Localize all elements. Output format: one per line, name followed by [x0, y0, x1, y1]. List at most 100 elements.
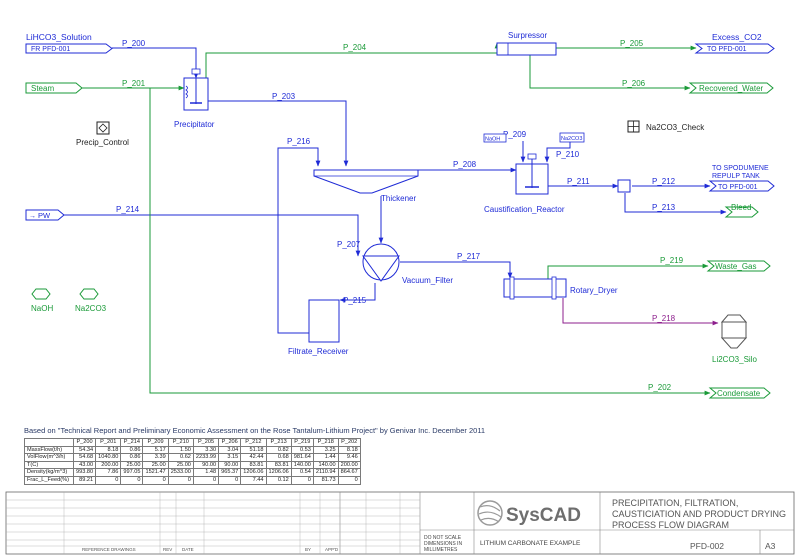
filtrate-return-line[interactable]: [277, 325, 309, 334]
stream-p219-line[interactable]: [547, 263, 709, 280]
suppressor-body: [496, 42, 557, 56]
product-recovered-water[interactable]: Recovered_Water: [688, 82, 774, 94]
stream-p217-line[interactable]: [400, 261, 513, 279]
unit-rotary-dryer[interactable]: Rotary_Dryer: [503, 276, 618, 300]
silo-label: Li2CO3_Silo: [712, 355, 757, 364]
table-cell: 81.73: [312, 475, 339, 485]
table-cell: 1206.06: [240, 468, 267, 477]
table-cell: 200.00: [95, 460, 122, 470]
stream-p215-line[interactable]: [339, 283, 376, 303]
table-cell: 54.34: [72, 445, 97, 455]
stream-p210-label: P_210: [556, 150, 580, 159]
stream-p206-label: P_206: [622, 79, 646, 88]
na2co3-small-label: Na2CO3: [561, 136, 582, 142]
feed-pw[interactable]: → PW: [25, 209, 65, 221]
product-spodumene-repulp[interactable]: TO SPODUMENE REPULP TANK TO PFD-001: [708, 165, 775, 192]
unit-filtrate-receiver[interactable]: Filtrate_Receiver: [288, 299, 349, 356]
table-cell: 3.30: [192, 445, 220, 455]
unit-li2co3-silo[interactable]: Li2CO3_Silo: [712, 314, 757, 364]
spodumene-line1: TO SPODUMENE: [712, 165, 769, 172]
table-cell: 864.67: [337, 468, 361, 477]
table-cell: 3.04: [218, 445, 242, 455]
tb-rev-col-date: DATE: [182, 547, 194, 552]
table-cell: 90.00: [192, 460, 220, 470]
naoh-reagent-label: NaOH: [31, 304, 53, 313]
stream-p218-line[interactable]: [562, 298, 719, 326]
table-cell: 83.81: [265, 460, 292, 470]
table-cell: 90.00: [218, 460, 242, 470]
stream-p206-line[interactable]: [529, 55, 691, 91]
tb-title-line-3: PROCESS FLOW DIAGRAM: [612, 520, 729, 530]
table-cell: 5.17: [142, 445, 169, 455]
stream-p213-line[interactable]: [624, 193, 727, 215]
stream-table-col-header: P_214: [120, 438, 144, 447]
product-waste-gas[interactable]: Waste_Gas: [706, 260, 771, 272]
stream-p216-line[interactable]: [277, 147, 321, 325]
feed-na2co3-reagent[interactable]: Na2CO3: [75, 288, 107, 313]
unit-precipitator[interactable]: Precipitator: [174, 68, 215, 129]
na2co3-check-label: Na2CO3_Check: [646, 123, 705, 132]
table-cell: 1206.06: [265, 468, 292, 477]
table-cell: 993.80: [72, 468, 97, 477]
unit-caustification-reactor[interactable]: Caustification_Reactor: [484, 153, 565, 214]
tb-no-scale-1: DO NOT SCALE: [424, 535, 462, 541]
stream-p214-line[interactable]: [64, 214, 361, 257]
na2co3-small-tag-shape: [559, 132, 585, 143]
feed-lihco3-solution[interactable]: LiHCO3_Solution FR PFD-001: [25, 32, 113, 54]
tb-ref-drawings-header: REFERENCE DRAWINGS: [82, 547, 136, 552]
stream-table-col-header: P_212: [240, 438, 267, 447]
stream-p200-line[interactable]: [112, 47, 199, 79]
waste-gas-tag-shape: [706, 260, 771, 272]
stream-table-section: Based on "Technical Report and Prelimina…: [24, 426, 544, 485]
stream-p212-label: P_212: [652, 177, 676, 186]
silo-roof: [720, 314, 748, 323]
table-cell: 0: [337, 475, 361, 485]
thickener-label: Thickener: [381, 194, 416, 203]
vacuum-filter-label: Vacuum_Filter: [402, 276, 453, 285]
title-block: REFERENCE DRAWINGS REV DATE BY APP'D DO …: [5, 491, 795, 555]
stream-p201-label: P_201: [122, 79, 146, 88]
stream-p202-line[interactable]: [149, 88, 711, 396]
product-condensate[interactable]: Condensate: [708, 387, 771, 399]
feed-steam[interactable]: Steam: [25, 82, 83, 94]
feed-naoh-reagent[interactable]: NaOH: [31, 288, 53, 313]
table-cell: 8.18: [95, 445, 122, 455]
table-cell: 1040.80: [95, 453, 122, 462]
table-cell: 43.00: [72, 460, 97, 470]
table-cell: 1.48: [192, 468, 220, 477]
table-cell: 0.62: [167, 453, 194, 462]
unit-vacuum-filter[interactable]: Vacuum_Filter: [362, 243, 453, 285]
stream-table-col-header: P_209: [142, 438, 169, 447]
tb-title-line-1: PRECIPITATION, FILTRATION,: [612, 498, 738, 508]
unit-precip-control[interactable]: Precip_Control: [76, 121, 129, 147]
stream-p203-line[interactable]: [200, 100, 349, 167]
vacuum-filter-funnel: [362, 255, 400, 282]
stream-p204-label: P_204: [343, 43, 367, 52]
unit-suppressor[interactable]: Surpressor: [496, 31, 557, 56]
naoh-small-label: NaOH: [485, 137, 500, 143]
unit-na2co3-check[interactable]: Na2CO3_Check: [627, 120, 705, 133]
stream-p209-label: P_209: [503, 130, 527, 139]
table-cell: 0: [192, 475, 220, 485]
stream-table-col-header: P_206: [218, 438, 242, 447]
feed-naoh-small[interactable]: NaOH: [483, 133, 507, 143]
reactor-label: Caustification_Reactor: [484, 205, 565, 214]
splitter-box[interactable]: [617, 179, 631, 193]
stream-table-col-header: P_213: [265, 438, 292, 447]
product-bleed[interactable]: Bleed: [724, 203, 759, 218]
stream-table-col-header: P_201: [95, 438, 122, 447]
stream-p210-line[interactable]: [544, 142, 571, 163]
feed-steam-label: Steam: [31, 84, 54, 93]
unit-thickener[interactable]: Thickener: [313, 169, 419, 203]
feed-na2co3-small[interactable]: Na2CO3: [559, 132, 585, 143]
product-excess-co2[interactable]: Excess_CO2 TO PFD-001: [694, 32, 775, 54]
table-cell: 1521.47: [142, 468, 169, 477]
table-cell: 51.18: [240, 445, 267, 455]
syscad-logo-text: SysCAD: [506, 505, 581, 526]
excess-co2-tag-shape: [694, 43, 775, 54]
excess-co2-tag-text: TO PFD-001: [707, 46, 747, 53]
stream-table-col-header: P_218: [312, 438, 339, 447]
table-cell: 54.68: [72, 453, 97, 462]
syscad-logo-swirl: [478, 505, 502, 523]
